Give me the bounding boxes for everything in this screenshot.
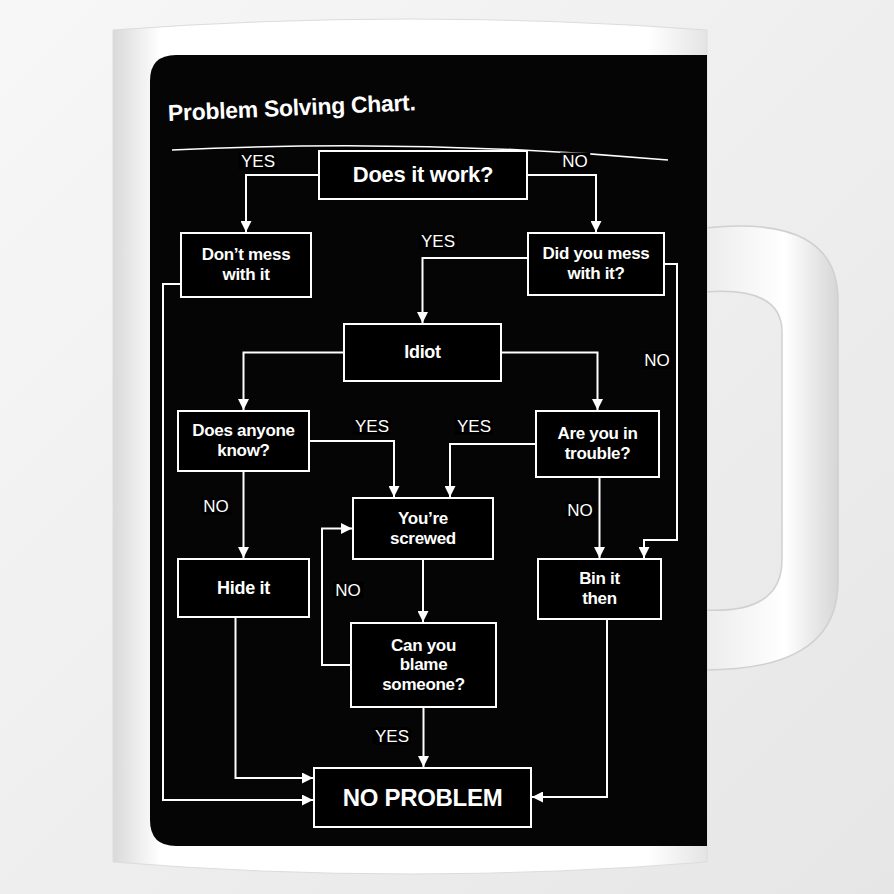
box-label: Are you in trouble? xyxy=(552,424,644,463)
box-label: You’re screwed xyxy=(377,509,469,548)
black-panel xyxy=(150,55,707,846)
mug-body xyxy=(113,19,707,874)
flow-arrow xyxy=(243,472,245,558)
flow-arrow xyxy=(423,708,425,767)
box-label: Did you mess with it? xyxy=(537,244,655,283)
flow-arrow xyxy=(502,353,598,411)
flow-arrow xyxy=(310,441,394,497)
mug-handle xyxy=(705,226,838,670)
flow-arrow xyxy=(599,478,601,558)
box-label: Don’t mess with it xyxy=(191,245,301,284)
edge-label: YES xyxy=(419,233,457,250)
edge-label: NO xyxy=(565,502,595,519)
process-box: You’re screwed xyxy=(352,497,494,560)
process-box: Hide it xyxy=(177,558,310,618)
box-label: Bin it then xyxy=(569,569,631,608)
flow-arrow xyxy=(423,258,528,323)
process-box: Does anyone know? xyxy=(177,410,310,472)
terminal-box: NO PROBLEM xyxy=(313,767,532,828)
edge-label: NO xyxy=(560,153,590,170)
process-box: Can you blame someone? xyxy=(350,622,497,708)
edge-label: NO xyxy=(201,498,231,515)
box-label: Hide it xyxy=(217,578,270,599)
process-box: Don’t mess with it xyxy=(180,232,312,298)
flow-arrow xyxy=(422,560,424,622)
process-box: Did you mess with it? xyxy=(527,232,665,296)
flow-arrow xyxy=(528,175,596,232)
process-box: Does it work? xyxy=(318,150,528,200)
flow-arrow xyxy=(246,175,318,232)
flow-arrow xyxy=(244,353,344,411)
chart-title: Problem Solving Chart. xyxy=(167,89,416,127)
flow-arrow xyxy=(450,444,535,497)
flow-arrow xyxy=(163,284,313,800)
flow-arrow xyxy=(236,618,314,778)
flow-arrow xyxy=(532,620,607,797)
edge-label: YES xyxy=(455,418,493,435)
box-label: Does anyone know? xyxy=(188,421,300,460)
process-box: Bin it then xyxy=(537,558,662,620)
edge-label: NO xyxy=(333,582,363,599)
box-label: Idiot xyxy=(404,342,441,363)
box-label: Can you blame someone? xyxy=(378,636,470,695)
process-box: Idiot xyxy=(343,323,502,382)
box-label: Does it work? xyxy=(353,162,493,187)
process-box: Are you in trouble? xyxy=(535,410,660,478)
edge-label: YES xyxy=(239,153,277,170)
edge-label: YES xyxy=(353,418,391,435)
box-label: NO PROBLEM xyxy=(343,784,503,812)
edge-label: YES xyxy=(373,728,411,745)
edge-label: NO xyxy=(642,352,672,369)
